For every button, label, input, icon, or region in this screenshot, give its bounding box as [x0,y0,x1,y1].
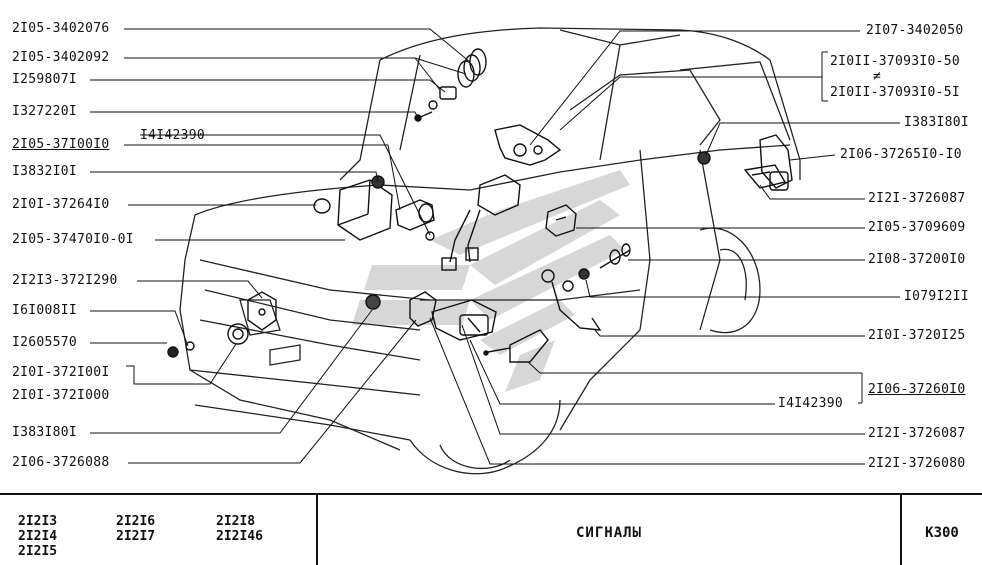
diagram-drawing [90,27,900,475]
label-1079121: I079I2II [904,289,970,304]
label-1414239-right: I4I42390 [778,396,844,411]
label-2121-3726087-bottom: 2I2I-3726087 [868,426,966,441]
model-item: 2I2I4 [18,529,58,544]
label-1383201: I3832I0I [12,164,78,179]
model-item: 2I2I7 [116,529,156,544]
label-1414239-left: I4I42390 [140,128,206,143]
model-item: 2I2I46 [216,529,263,544]
components [167,48,793,363]
label-2106-3726088: 2I06-3726088 [12,455,110,470]
model-item: 2I2I5 [18,544,58,559]
rear-lamp [483,329,549,363]
label-2108-3720010: 2I08-37200I0 [868,252,966,267]
label-2121-3726080: 2I2I-3726080 [868,456,966,471]
label-2106-3726510-10: 2I06-37265I0-I0 [840,147,962,162]
leader-lines [90,28,900,465]
label-1260557: I2605570 [12,335,78,350]
label-2101-3726410: 2I0I-37264I0 [12,197,110,212]
label-2106-3726010: 2I06-37260I0 [868,382,966,397]
label-2105-3402092: 2I05-3402092 [12,50,110,65]
label-2121-3726087-top: 2I2I-3726087 [868,191,966,206]
lamp-socket [409,291,437,327]
model-item: 2I2I8 [216,514,256,529]
page-title: СИГНАЛЫ [575,525,642,541]
reverse-switch [599,243,631,269]
hazard-switch [545,204,577,237]
horn-spring [457,48,487,88]
label-2105-3710010: 2I05-37I00I0 [12,137,110,152]
label-2101-3720125: 2I0I-3720I25 [868,328,966,343]
label-1610082: I6I008II [12,303,78,318]
label-2105-3709609: 2I05-3709609 [868,220,966,235]
label-1383180-left: I383I80I [12,425,78,440]
side-repeater [431,299,497,341]
label-1383180-right: I383I80I [904,115,970,130]
model-item: 2I2I6 [116,514,156,529]
label-2101-3721000: 2I0I-372I000 [12,388,110,403]
model-item: 2I2I3 [18,514,58,529]
parts-diagram: 2I05-3402076 2I05-3402092 I259807I I3272… [12,21,970,475]
bracket [247,291,277,331]
rear-light-unit [743,134,793,191]
watermark-logo [352,170,630,392]
car-body [179,27,801,475]
not-equal-sign: ≠ [873,69,882,84]
label-2101-3721001: 2I0I-372I00I [12,365,110,380]
sheet-code: К300 [925,525,959,541]
horn-switch-parts [414,86,457,122]
label-21011-3709310-50: 2I0II-37093I0-50 [830,54,961,69]
label-2107-3402050: 2I07-3402050 [866,23,964,38]
relay-box [337,179,393,241]
label-21213-3721290: 2I2I3-372I290 [12,273,118,288]
label-1259807: I259807I [12,72,78,87]
column-switch [441,174,521,271]
title-block: 2I2I3 2I2I4 2I2I5 2I2I6 2I2I7 2I2I8 2I2I… [0,493,982,565]
label-2105-3747010: 2I05-37470I0-0I [12,232,134,247]
label-1327220: I327220I [12,104,78,119]
label-21011-3709310-51: 2I0II-37093I0-5I [830,85,961,100]
steering-hub [494,124,562,166]
divider [900,495,902,565]
divider [316,495,318,565]
label-2105-3402076: 2I05-3402076 [12,21,110,36]
